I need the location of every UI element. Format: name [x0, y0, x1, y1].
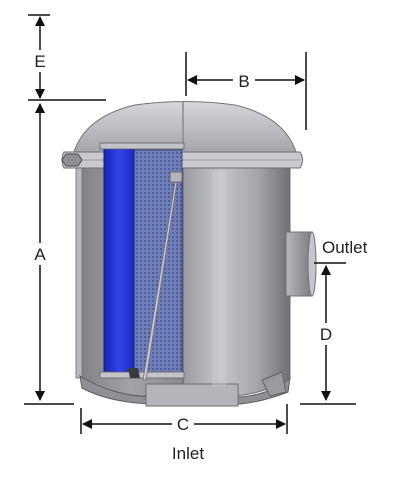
- filter-top-cap: [99, 142, 185, 150]
- filter-element: [99, 142, 185, 381]
- inlet-nozzle: [145, 383, 239, 407]
- label-a-bg: [30, 243, 50, 265]
- label-a: A: [34, 245, 46, 264]
- label-d: D: [320, 325, 332, 344]
- label-c: C: [177, 415, 189, 434]
- label-outlet: Outlet: [322, 238, 368, 257]
- filter-blue-wrap: [103, 144, 135, 374]
- shell-highlight: [212, 172, 226, 386]
- label-b-bg: [233, 70, 255, 92]
- flange-bolt: [61, 153, 83, 167]
- label-c-bg: [172, 413, 194, 435]
- label-inlet: Inlet: [172, 444, 204, 463]
- rod-bracket: [169, 171, 183, 183]
- filter-mesh: [129, 149, 183, 377]
- outlet-nozzle-face: [307, 231, 317, 297]
- drain-boss: [261, 371, 287, 397]
- vessel-left-wall: [75, 159, 83, 379]
- dimension-labels: E A B C D Outlet Inlet: [30, 50, 368, 463]
- label-e: E: [34, 52, 45, 71]
- bottom-clip: [128, 368, 140, 378]
- label-d-bg: [316, 323, 336, 345]
- label-e-bg: [30, 50, 50, 72]
- filter-bottom-cap: [99, 371, 185, 379]
- label-b: B: [238, 72, 249, 91]
- vessel-shell-right: [182, 159, 291, 398]
